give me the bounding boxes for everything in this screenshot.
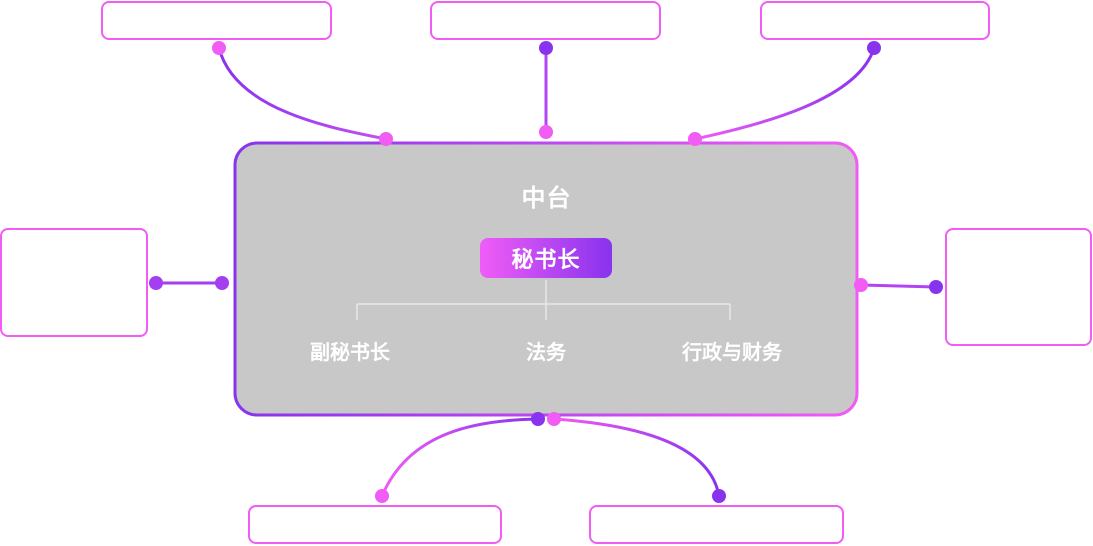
box-top-right [760,1,990,40]
dot-top-center-outer [539,41,553,55]
dot-top-center-inner [539,125,553,139]
dot-right-inner [854,278,868,292]
dot-bottom-right-inner [547,412,561,426]
dot-top-left-inner [379,132,393,146]
center-panel-title: 中台 [521,184,572,212]
child-node-admin-finance: 行政与财务 [682,340,782,364]
dot-top-right-outer [867,41,881,55]
box-left [0,228,148,337]
connector-right [860,283,937,289]
box-top-left [101,1,332,40]
connector-bottom-left [380,417,539,497]
box-top-center [430,1,661,40]
dot-top-right-inner [688,132,702,146]
child-node-legal: 法务 [526,340,566,364]
child-node-deputy-secretary-general: 副秘书长 [310,340,390,364]
box-bottom-left [248,505,502,544]
tree-connectors [356,280,731,320]
root-node-secretary-general: 秘书长 [480,238,612,278]
dot-top-left-outer [212,41,226,55]
connector-bottom-right [553,417,721,497]
connector-dots [149,41,943,503]
connector-top-right [694,47,876,141]
box-bottom-right [589,505,844,544]
connector-top-left [217,47,387,141]
center-panel-border [233,141,859,417]
dot-left-outer [149,276,163,290]
dot-bottom-left-outer [375,489,389,503]
dot-left-inner [215,276,229,290]
dot-bottom-left-inner [531,412,545,426]
box-right [945,228,1092,346]
dot-bottom-right-outer [712,489,726,503]
dot-right-outer [929,280,943,294]
